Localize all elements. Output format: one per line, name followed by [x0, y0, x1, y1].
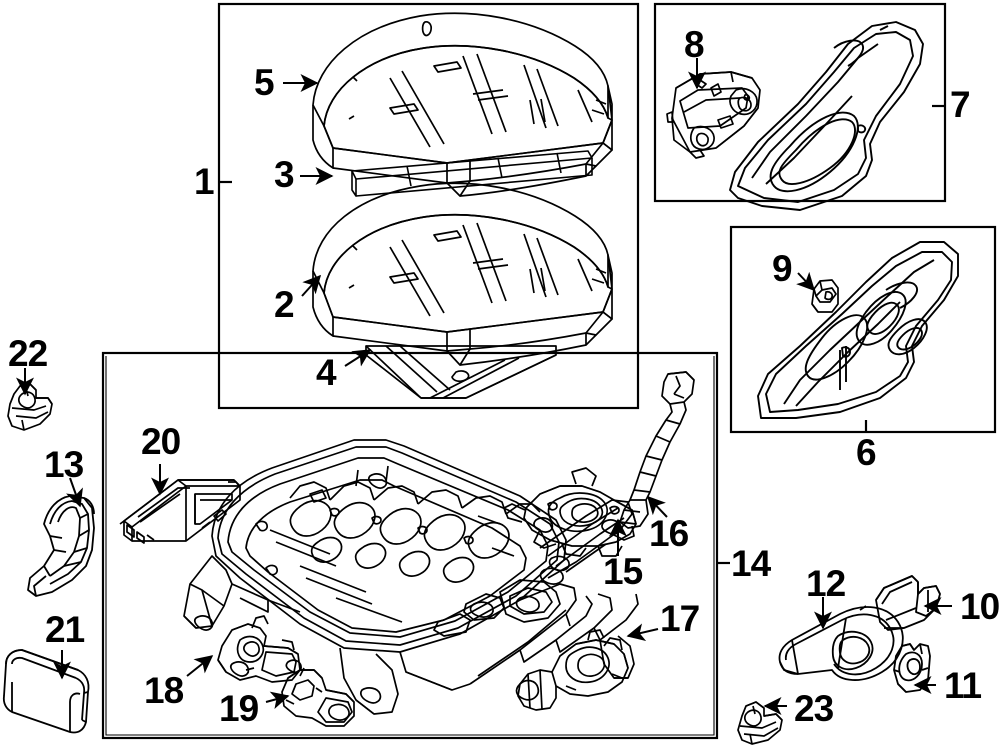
callout-number-23: 23	[794, 688, 834, 729]
callout-number-12: 12	[806, 563, 846, 604]
callout-number-18: 18	[144, 670, 184, 711]
part-outer-side-trim-cover	[729, 21, 924, 211]
part-track-end-cover	[27, 495, 95, 597]
leader-4	[344, 349, 372, 367]
leader-9	[796, 271, 816, 292]
callout-number-4: 4	[316, 352, 337, 393]
callout-number-8: 8	[684, 24, 705, 65]
part-inner-side-trim-cover	[757, 241, 959, 419]
callout-number-1: 1	[194, 161, 215, 202]
callout-number-2: 2	[274, 284, 295, 325]
part-track-cover-cap-right	[737, 701, 783, 745]
panel-inner-lines	[105, 356, 715, 736]
callout-number-21: 21	[45, 609, 85, 650]
part-lower-seat-cushion-pad	[312, 182, 613, 366]
leader-17	[626, 623, 659, 642]
leader-16	[646, 495, 668, 518]
part-handle-escutcheon	[875, 575, 941, 631]
callout-number-10: 10	[960, 586, 1000, 627]
callout-number-19: 19	[219, 688, 259, 729]
callout-number-17: 17	[660, 598, 700, 639]
panel-tick-marks	[219, 104, 945, 565]
part-flex-drive-cable	[619, 371, 695, 529]
callout-number-3: 3	[274, 154, 295, 195]
part-recliner-release-handle	[778, 605, 904, 681]
part-recline-motor	[515, 629, 629, 711]
leader-13	[65, 477, 83, 508]
callout-number-6: 6	[856, 432, 877, 473]
callout-number-15: 15	[603, 551, 643, 592]
callout-number-14: 14	[731, 543, 771, 584]
callout-number-9: 9	[772, 248, 793, 289]
part-seat-control-module	[119, 479, 241, 544]
leader-19	[265, 691, 290, 710]
callout-number-7: 7	[950, 84, 971, 125]
part-upper-seat-cushion-pad	[312, 12, 613, 197]
part-seat-slide-motor	[281, 667, 355, 727]
callout-number-20: 20	[141, 421, 181, 462]
callout-number-16: 16	[649, 513, 689, 554]
leader-2	[301, 274, 322, 297]
callout-leader-lines	[16, 58, 952, 715]
part-side-filler-pad	[2, 649, 90, 734]
part-track-gear-assembly	[503, 467, 637, 557]
part-seat-adjuster-switch	[666, 71, 761, 159]
part-track-cover-cap-left	[7, 383, 53, 431]
leader-18	[186, 655, 214, 677]
callout-number-5: 5	[254, 62, 275, 103]
panel-border-6	[729, 225, 997, 434]
callout-number-13: 13	[44, 444, 84, 485]
callout-number-22: 22	[8, 333, 48, 374]
panel-border-14	[101, 351, 719, 740]
part-height-adjust-motor	[217, 615, 302, 683]
callout-number-11: 11	[944, 665, 982, 706]
part-trim-cover-clip	[811, 279, 839, 313]
part-seat-track-frame-assembly	[183, 439, 639, 715]
part-seat-cushion-heater-mat	[351, 150, 593, 197]
